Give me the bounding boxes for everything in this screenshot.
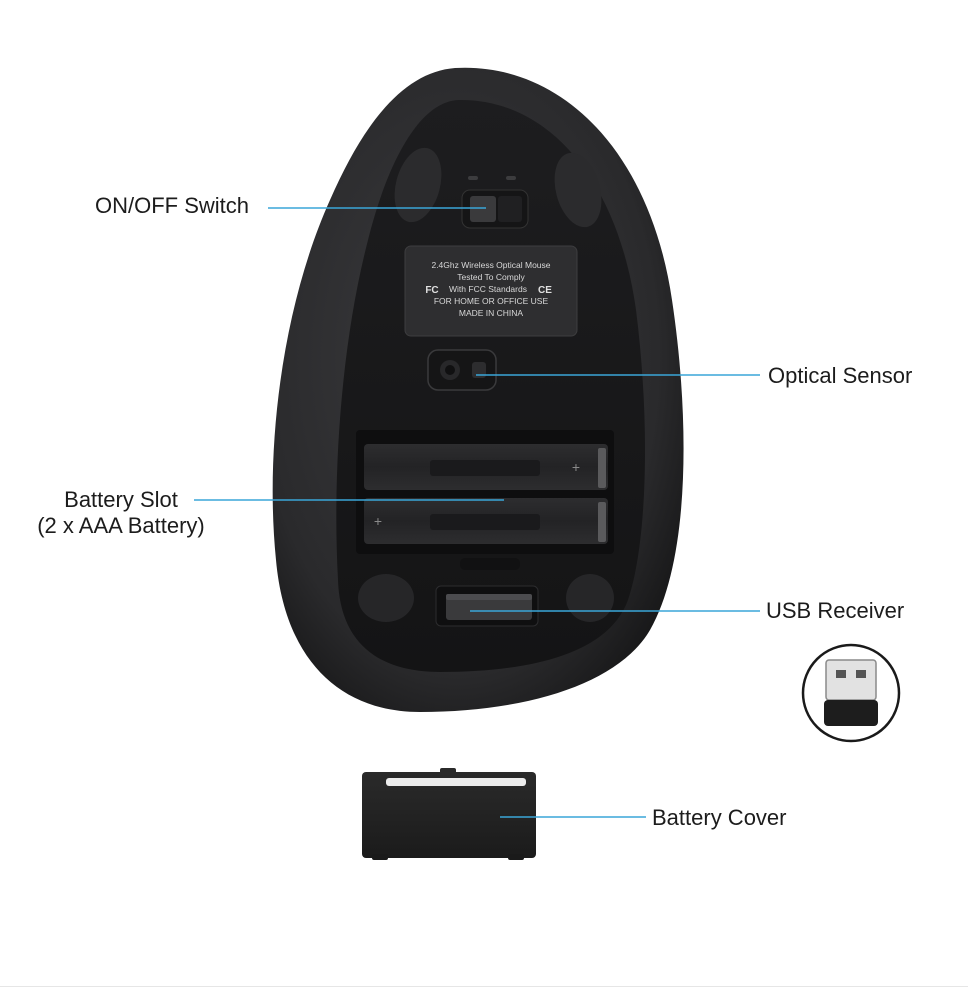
compliance-label: 2.4Ghz Wireless Optical Mouse Tested To … bbox=[404, 245, 578, 337]
callout-on-off-switch: ON/OFF Switch bbox=[95, 193, 250, 218]
callout-usb-receiver: USB Receiver bbox=[766, 598, 905, 623]
label-line-1: 2.4Ghz Wireless Optical Mouse bbox=[431, 260, 550, 270]
skid-pad-top-left bbox=[394, 147, 442, 223]
skid-pad-top-right bbox=[554, 152, 602, 228]
label-line-5: MADE IN CHINA bbox=[459, 308, 524, 318]
callout-battery-slot: Battery Slot (2 x AAA Battery) bbox=[26, 487, 216, 539]
usb-receiver-inset bbox=[801, 643, 901, 743]
skid-pad-bottom-right bbox=[566, 574, 614, 622]
on-off-switch bbox=[461, 176, 529, 229]
skid-pad-bottom-left bbox=[358, 574, 414, 622]
fcc-mark: FC bbox=[425, 285, 438, 296]
battery-slot: + + bbox=[356, 430, 614, 570]
callout-battery-slot-line1: Battery Slot bbox=[64, 487, 178, 512]
bottom-divider bbox=[0, 986, 968, 987]
label-line-3: With FCC Standards bbox=[449, 284, 527, 294]
optical-sensor bbox=[427, 349, 497, 391]
label-line-2: Tested To Comply bbox=[457, 272, 525, 282]
leader-lines bbox=[194, 207, 760, 818]
battery-plus-bottom: + bbox=[374, 513, 382, 529]
label-line-4: FOR HOME OR OFFICE USE bbox=[434, 296, 549, 306]
ce-mark: CE bbox=[538, 285, 552, 296]
battery-cover bbox=[362, 768, 536, 860]
callout-optical-sensor: Optical Sensor bbox=[768, 363, 913, 388]
usb-receiver-slot bbox=[435, 585, 539, 627]
battery-plus-top: + bbox=[572, 459, 580, 475]
callout-battery-cover: Battery Cover bbox=[652, 805, 787, 830]
callout-battery-slot-line2: (2 x AAA Battery) bbox=[37, 513, 205, 538]
